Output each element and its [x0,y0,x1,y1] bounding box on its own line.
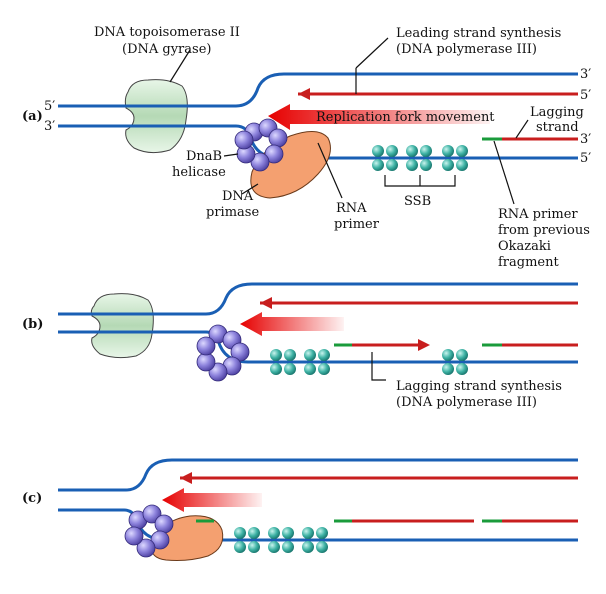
parental-top-strand [58,72,578,108]
lagging-label-1: Lagging [530,105,584,120]
rna-primer-label-1: RNA [336,201,367,216]
primase-leader-line [241,183,259,195]
ssb-group-a [372,145,468,171]
prev-primer-leader-line [493,140,515,205]
dna-gyrase-shape-b [90,293,154,359]
panel-b: (b) Lagging strand [22,282,578,410]
dnab-label-2: helicase [172,165,226,180]
panel-c: (c) [22,458,578,561]
lagging-synth-label-2: (DNA polymerase III) [396,395,537,410]
rna-primer-label-2: primer [334,217,380,232]
panel-a: (a) DNA topoisomerase II (DNA gyrase) Re… [22,25,591,270]
dnab-leader-line [223,153,239,157]
end-label-lagging: 3′ [580,132,591,147]
primase-label-2: primase [206,205,259,220]
lagging-synth-label-1: Lagging strand synthesis [396,379,562,394]
lagging-label-2: strand [536,120,579,135]
prev-primer-label-4: fragment [498,255,559,270]
end-label-leading: 5′ [580,88,591,103]
parental-top-strand-b [58,282,578,316]
lagging-leader-line [515,119,529,139]
start-label-bottom: 3′ [44,119,55,134]
gyrase-label-2: (DNA gyrase) [122,42,211,57]
start-label-top: 5′ [44,99,55,114]
fork-movement-arrow-c [162,488,262,512]
parental-top-strand-c [58,458,578,492]
dnab-label-1: DnaB [186,149,222,164]
prev-primer-label-1: RNA primer [498,207,578,222]
ssb-label: SSB [404,194,431,209]
leading-strand-arrowhead-c [180,472,192,484]
dnab-helicase-b [196,324,250,382]
dnab-helicase-a [234,118,288,172]
ssb-bracket [384,175,456,187]
panel-a-letter: (a) [22,109,43,124]
dna-gyrase-shape [124,79,188,154]
leading-strand-arrowhead-b [260,297,272,309]
end-label-bottom: 5′ [580,151,591,166]
leading-leader-line [355,37,389,69]
fork-movement-arrow-b [240,312,344,336]
fork-movement-label: Replication fork movement [316,110,495,125]
rna-primer-leader-line [317,142,343,199]
ssb-group-b [270,349,468,375]
end-label-top: 3′ [580,67,591,82]
fork-movement-arrow [268,104,490,130]
gyrase-leader-line [169,49,191,83]
gyrase-label-1: DNA topoisomerase II [94,25,240,40]
panel-b-letter: (b) [22,317,43,332]
ssb-group-c [234,527,328,553]
dnab-helicase-c [124,504,174,558]
leading-label-1: Leading strand synthesis [396,26,561,41]
prev-primer-label-3: Okazaki [498,239,551,254]
panel-c-letter: (c) [22,491,42,506]
primase-label-1: DNA [222,189,254,204]
lagging-arrowhead-b [418,339,430,351]
prev-primer-label-2: from previous [498,223,590,238]
lagging-synth-leader-line [371,352,386,381]
leading-label-2: (DNA polymerase III) [396,42,537,57]
leading-strand-arrowhead [298,88,310,100]
